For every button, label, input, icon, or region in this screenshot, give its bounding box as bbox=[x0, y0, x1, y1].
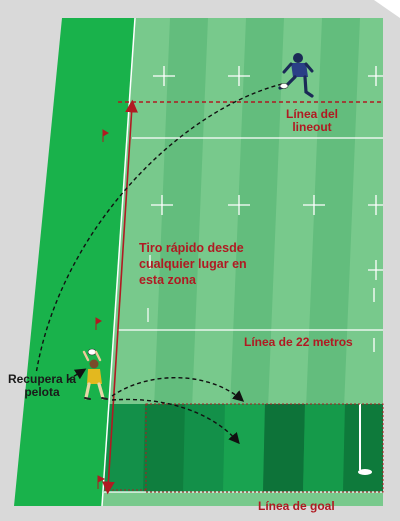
ball-trajectories bbox=[35, 83, 283, 445]
twenty-two-label: Línea de 22 metros bbox=[244, 335, 353, 349]
recover-label-line1: Recupera la bbox=[8, 372, 76, 386]
side-marks bbox=[147, 255, 151, 322]
run-to-field bbox=[111, 376, 245, 402]
quick-throw-label-line3: esta zona bbox=[139, 273, 197, 287]
quick-throw-zone-arrow bbox=[102, 99, 138, 495]
corner-flag-icon bbox=[95, 129, 109, 489]
recover-run bbox=[67, 368, 87, 381]
playing-field bbox=[102, 18, 383, 506]
field-stripes bbox=[150, 18, 360, 506]
recover-label-line2: pelota bbox=[24, 385, 60, 399]
pass-into-field bbox=[111, 398, 240, 445]
lineout-label-line1: Línea del bbox=[286, 107, 338, 121]
in-goal-outline bbox=[145, 403, 384, 493]
field-crosses bbox=[151, 66, 383, 352]
rugby-kicker-icon bbox=[278, 53, 314, 98]
quick-throw-label-line1: Tiro rápido desde bbox=[139, 241, 244, 255]
lineout-label-line2: lineout bbox=[292, 120, 331, 134]
goal-line-label: Línea de goal bbox=[258, 499, 335, 513]
rugby-catcher-icon bbox=[82, 348, 108, 400]
quick-throw-label-line2: cualquier lugar en bbox=[139, 257, 247, 271]
goal-post-icon bbox=[358, 404, 372, 475]
kick-trajectory bbox=[35, 83, 283, 375]
in-goal-area bbox=[102, 404, 383, 506]
